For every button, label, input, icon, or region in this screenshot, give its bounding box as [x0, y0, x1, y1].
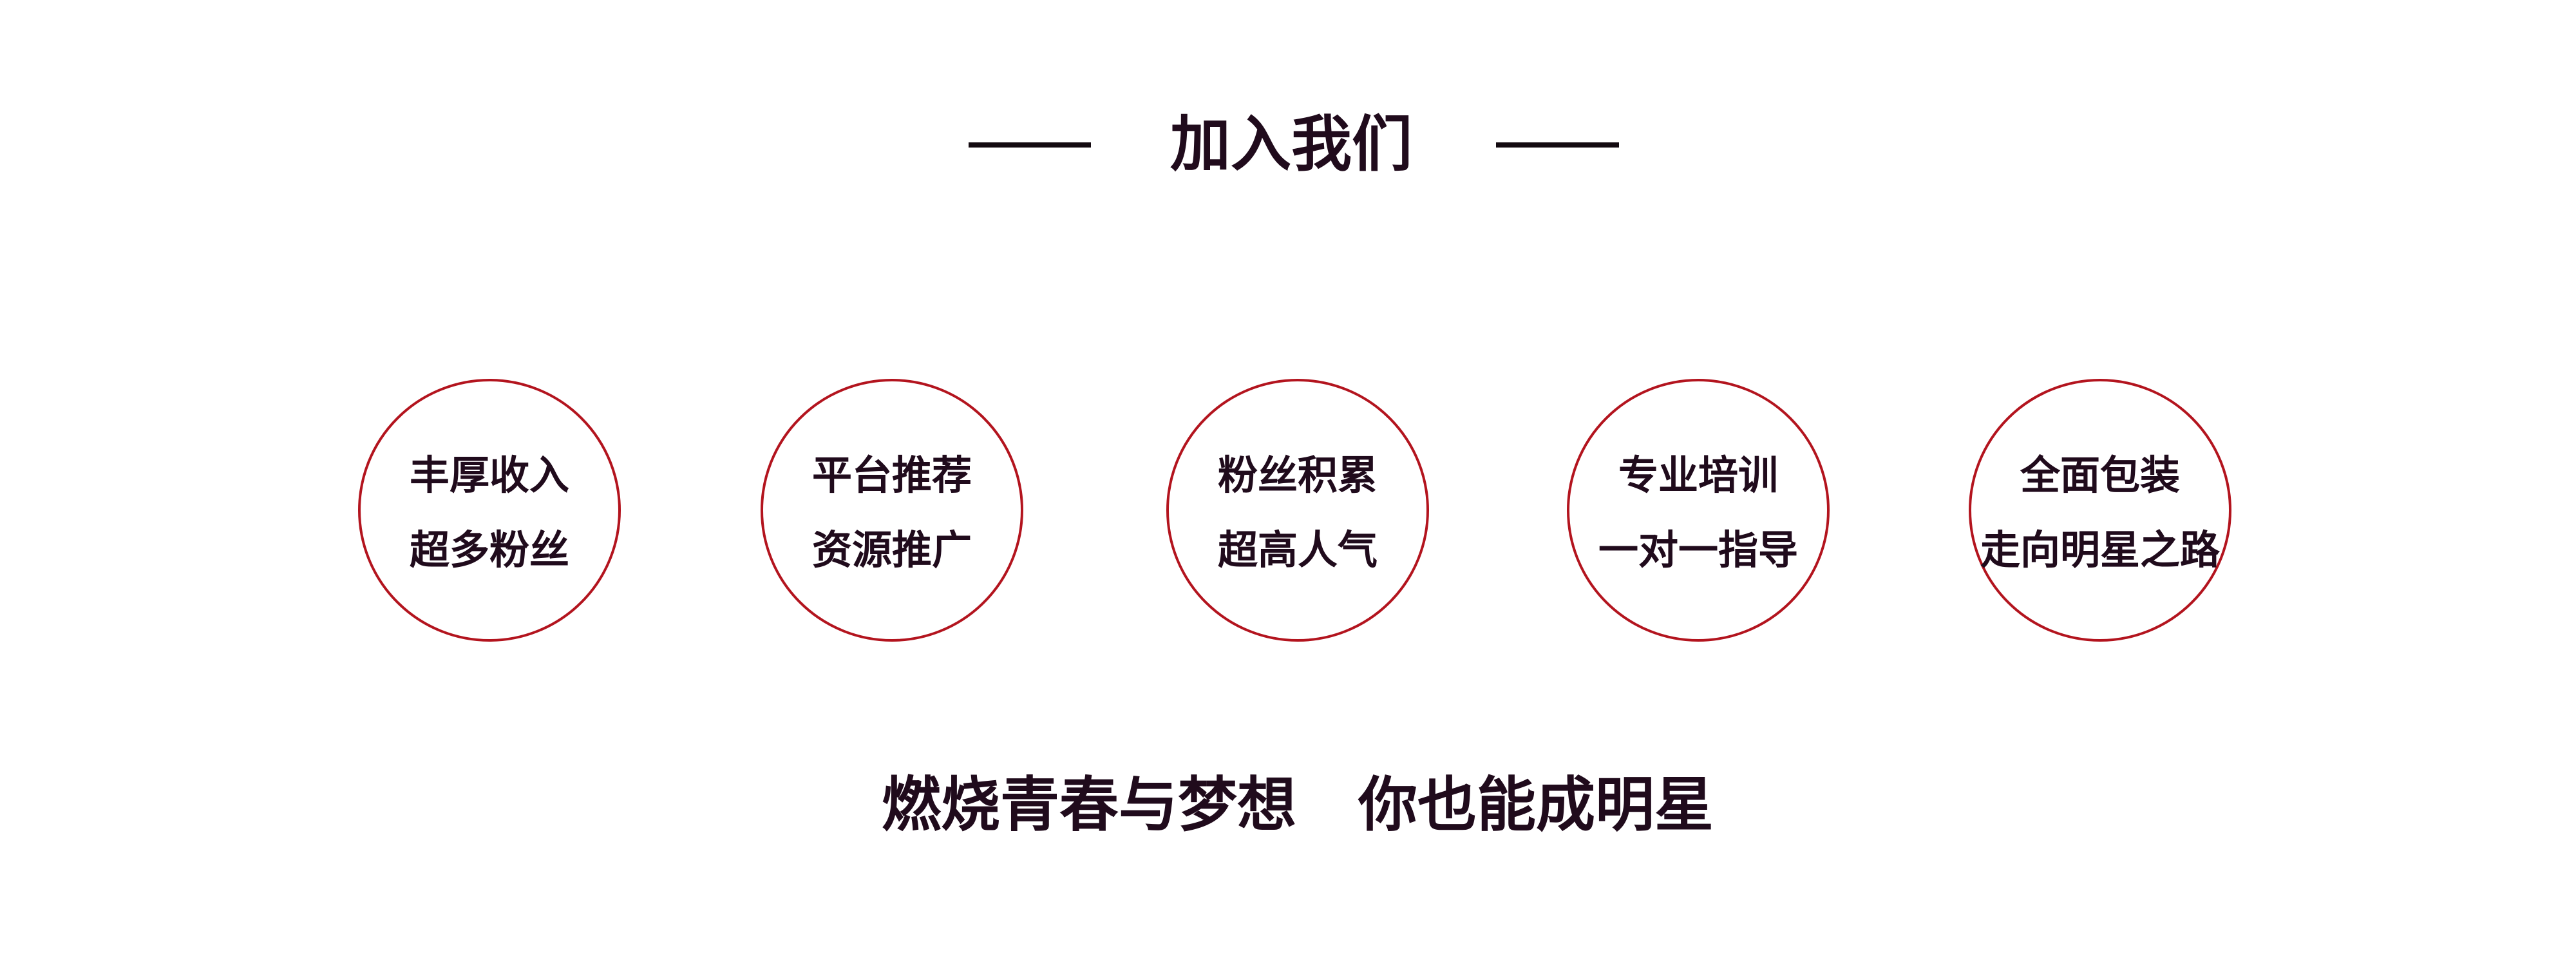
feature-line1: 全面包装: [2020, 452, 2180, 499]
feature-line1: 平台推荐: [811, 452, 972, 499]
feature-line2: 一对一指导: [1598, 526, 1798, 573]
title-left-divider: [969, 142, 1091, 148]
feature-line2: 超多粉丝: [409, 526, 569, 573]
page-title: 加入我们: [1170, 110, 1412, 180]
feature-line2: 资源推广: [811, 526, 972, 573]
feature-line1: 专业培训: [1618, 452, 1778, 499]
slogan-part1: 燃烧青春与梦想: [881, 771, 1296, 839]
slogan-part2: 你也能成明星: [1358, 771, 1714, 839]
feature-line2: 超高人气: [1217, 526, 1378, 573]
feature-line1: 粉丝积累: [1217, 452, 1378, 499]
feature-circle-income: 丰厚收入 超多粉丝: [358, 379, 621, 642]
feature-circle-training: 专业培训 一对一指导: [1567, 379, 1830, 642]
feature-circle-fans: 粉丝积累 超高人气: [1166, 379, 1429, 642]
feature-circle-packaging: 全面包装 走向明星之路: [1969, 379, 2231, 642]
feature-circle-platform: 平台推荐 资源推广: [761, 379, 1023, 642]
slogan: 燃烧青春与梦想你也能成明星: [876, 767, 1719, 844]
feature-line2: 走向明星之路: [1980, 526, 2220, 573]
title-right-divider: [1496, 142, 1619, 148]
feature-line1: 丰厚收入: [409, 452, 569, 499]
